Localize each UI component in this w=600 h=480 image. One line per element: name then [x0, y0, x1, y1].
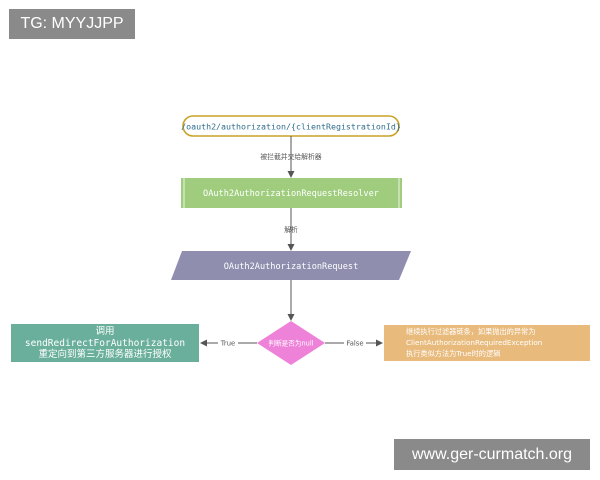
true-box-line-2: sendRedirectForAuthorization	[24, 337, 186, 349]
true-box-line-3: 重定向到第三方服务器进行授权	[38, 349, 172, 360]
edge-false-label: False	[346, 340, 363, 348]
request-node: OAuth2AuthorizationRequest	[171, 251, 411, 280]
decision-node-label: 判断是否为null	[269, 339, 314, 348]
true-box-line-1: 调用	[95, 326, 115, 337]
request-node-label: OAuth2AuthorizationRequest	[224, 262, 359, 272]
start-node: /oauth2/authorization/{clientRegistratio…	[181, 115, 401, 137]
false-box-line-2: ClientAuthorizationRequiredException	[406, 338, 543, 347]
false-result-box: 继续执行过滤器链条，如果抛出的异常为 ClientAuthorizationRe…	[384, 325, 590, 361]
start-node-label: /oauth2/authorization/{clientRegistratio…	[181, 122, 401, 132]
edge-intercept-label: 被拦截并交给解析器	[260, 152, 321, 161]
edge-true-label: True	[220, 340, 235, 348]
false-box-line-3: 执行类似方法为True时的逻辑	[406, 349, 501, 358]
edge-parse-label: 解析	[284, 225, 298, 234]
watermark-top-left: TG: MYYJJPP	[9, 9, 135, 39]
false-box-line-1: 继续执行过滤器链条，如果抛出的异常为	[406, 327, 536, 336]
decision-node: 判断是否为null	[257, 321, 325, 365]
resolver-node-label: OAuth2AuthorizationRequestResolver	[203, 189, 379, 199]
true-result-box: 调用 sendRedirectForAuthorization 重定向到第三方服…	[11, 324, 199, 362]
watermark-bottom-right: www.ger-curmatch.org	[394, 439, 590, 470]
resolver-node: OAuth2AuthorizationRequestResolver	[181, 178, 402, 208]
